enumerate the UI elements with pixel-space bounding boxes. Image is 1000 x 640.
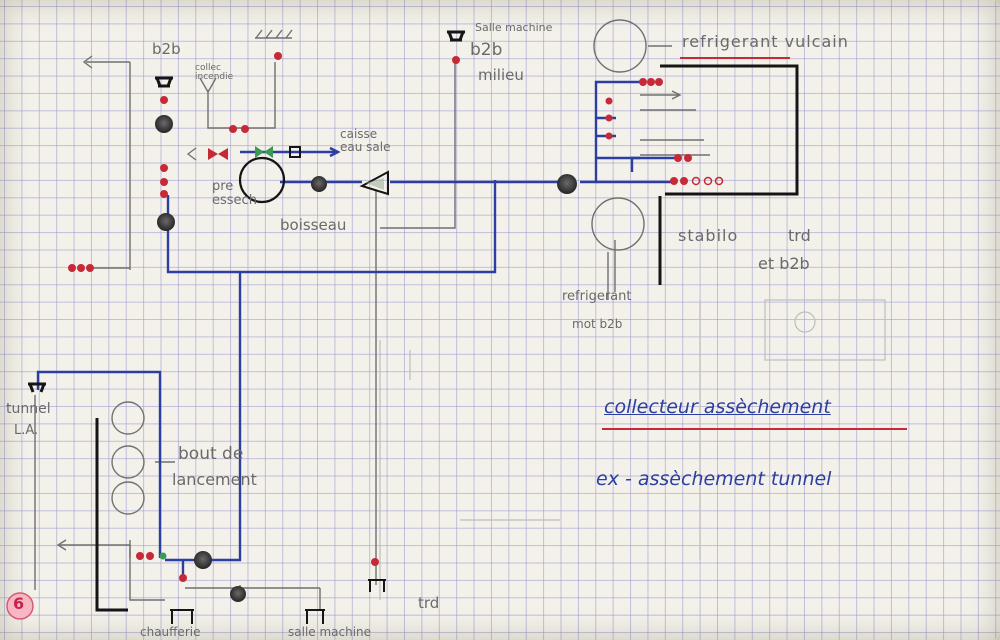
label-b2b-milieu-2: milieu (478, 66, 524, 84)
label-trd-et-b2b-2: et b2b (758, 254, 810, 273)
note-title: collecteur assèchement (604, 396, 831, 418)
label-bout-de-lancement-2: lancement (172, 470, 257, 489)
bout-de-lancement-tanks (111, 401, 145, 515)
boisseau-funnel (359, 170, 389, 196)
label-chaufferie: chaufferie (140, 625, 201, 639)
black-ink-outlines (95, 64, 799, 612)
red-valve-markers (68, 52, 724, 582)
label-refrigerant-mot-b2b-1: refrigerant (562, 289, 632, 304)
check-valve-glyphs (186, 146, 301, 161)
label-stabilo: stabilo (678, 226, 739, 245)
label-refrigerant-vulcain: refrigerant vulcain (682, 32, 849, 51)
refrigerant-vulcain-tank (593, 19, 647, 73)
label-boisseau: boisseau (280, 216, 347, 234)
label-bout-de-lancement-1: bout de (178, 444, 244, 464)
label-salle-machine-top: Salle machine (475, 21, 553, 34)
pump-symbols (28, 30, 465, 624)
label-trd-et-b2b-1: trd (788, 226, 811, 245)
note-title-red-underline (602, 428, 907, 430)
label-salle-machine-bottom: salle machine (288, 625, 372, 639)
label-trd-bottom: trd (418, 594, 440, 612)
label-pre-essech: pre essech (212, 179, 257, 208)
page-number-badge (6, 592, 34, 620)
label-refrigerant-mot-b2b-2: mot b2b (572, 317, 623, 331)
bleed-through-traces (379, 299, 886, 600)
pre-essech-tank (238, 156, 286, 204)
page-number: 6 (13, 594, 25, 613)
label-b2b-milieu-1: b2b (470, 40, 503, 60)
label-collec-incendie: collec incendie (195, 63, 234, 83)
refrigerant-mot-b2b-tank (591, 197, 645, 251)
label-caisse-eau-sale: caisse eau sale (340, 127, 391, 154)
label-b2b-top: b2b (152, 40, 181, 58)
note-subtitle: ex - assèchement tunnel (596, 468, 832, 490)
hatched-valves (155, 115, 577, 602)
label-tunnel-la-2: L.A. (14, 423, 39, 438)
label-tunnel-la-1: tunnel (6, 401, 51, 417)
